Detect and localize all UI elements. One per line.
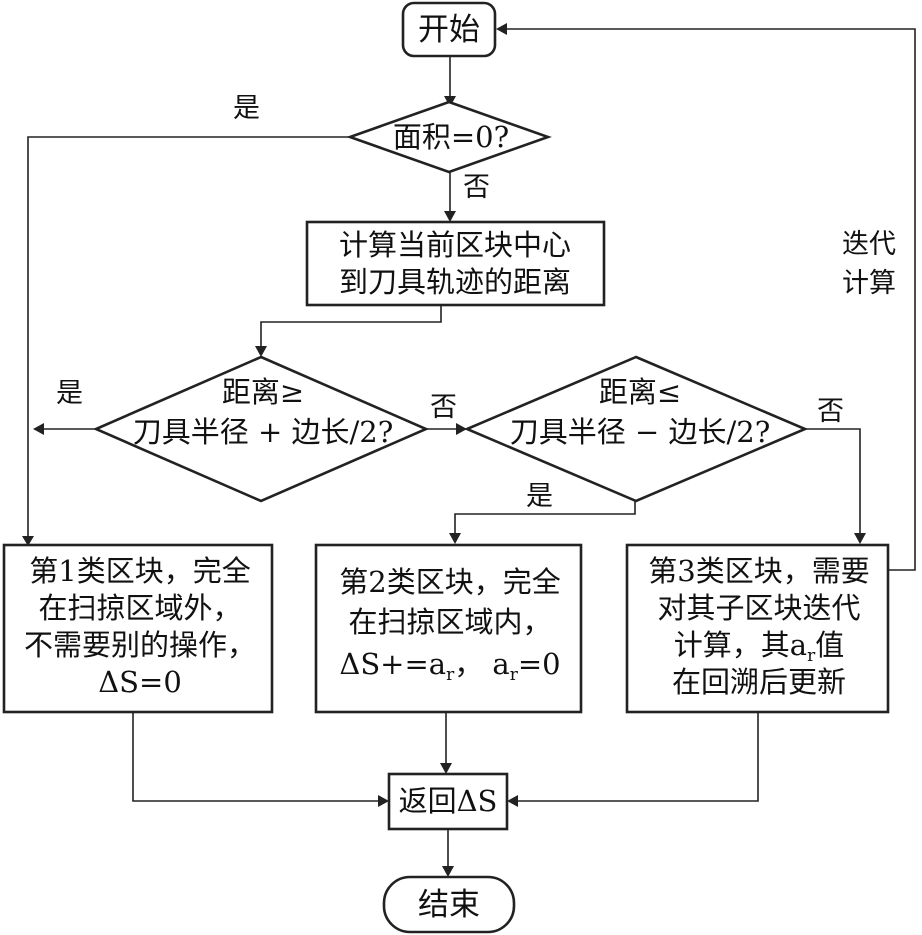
class2-line3-b: ， a	[454, 647, 510, 681]
edge-inside-no	[805, 428, 861, 537]
class2-line3-c: =0	[518, 647, 561, 681]
class2-line3-a: ΔS+=a	[339, 647, 446, 681]
compute-distance-box	[305, 220, 606, 307]
label-area-yes: 是	[233, 93, 260, 124]
area-decision	[346, 100, 552, 174]
return-box	[387, 772, 509, 831]
compute-distance-line2: 到刀具轨迹的距离	[339, 265, 571, 299]
arrowhead	[449, 533, 461, 544]
arrowhead	[456, 423, 467, 435]
class2-line2: 在扫掠区域内，	[348, 605, 551, 639]
class2-line3: ΔS+=ar， ar=0	[339, 647, 560, 685]
edge-compute-to-outside	[260, 305, 442, 350]
class3-line1: 第3类区块，需要	[648, 554, 869, 588]
arrowhead	[33, 423, 44, 435]
area-decision-label: 面积=0?	[393, 120, 509, 154]
class1-line4: ΔS=0	[98, 665, 182, 699]
edge-class1-to-return	[132, 713, 380, 802]
start-node	[401, 1, 497, 58]
inside-decision-line2: 刀具半径 − 边长/2?	[510, 415, 771, 449]
label-inside-no: 否	[817, 396, 844, 427]
label-area-no: 否	[463, 172, 490, 203]
outside-decision-line1: 距离≥	[222, 375, 304, 409]
inside-decision	[463, 355, 809, 503]
class3-line2: 对其子区块迭代	[657, 591, 860, 625]
arrowhead	[854, 533, 866, 544]
edge-area-yes	[27, 136, 352, 540]
class3-line4: 在回溯后更新	[672, 665, 846, 699]
end-node	[382, 875, 516, 934]
class2-block-box	[314, 543, 583, 714]
class1-line3: 不需要别的操作，	[24, 628, 256, 662]
arrowhead	[440, 763, 452, 774]
class3-line3: 计算，其ar值	[674, 628, 844, 666]
arrowhead	[507, 795, 518, 807]
class3-line3-a: 计算，其a	[674, 628, 807, 662]
class2-line3-sub: r	[446, 665, 455, 685]
arrowhead	[444, 211, 456, 222]
class1-line1: 第1类区块，完全	[29, 554, 250, 588]
class3-block-box	[625, 543, 890, 714]
label-iterate-line2: 计算	[842, 268, 896, 299]
end-label: 结束	[418, 887, 480, 923]
label-outside-no: 否	[430, 392, 457, 423]
outside-decision	[92, 355, 430, 503]
arrowhead	[22, 536, 34, 546]
arrowhead	[442, 866, 454, 877]
inside-decision-line1: 距离≤	[599, 375, 681, 409]
class1-line2: 在扫掠区域外，	[38, 591, 241, 625]
arrowhead	[378, 795, 389, 807]
edge-iterate-loop	[505, 28, 916, 571]
label-inside-yes: 是	[526, 481, 553, 512]
edge-class3-to-return	[516, 713, 759, 802]
label-outside-yes: 是	[56, 378, 83, 409]
start-label: 开始	[418, 12, 480, 48]
class1-block-box	[2, 543, 274, 714]
class2-line3-sub2: r	[510, 665, 519, 685]
outside-decision-line2: 刀具半径 + 边长/2?	[133, 415, 394, 449]
class3-line3-b: 值	[815, 628, 844, 662]
return-label: 返回ΔS	[399, 784, 498, 818]
edge-inside-yes	[454, 500, 636, 537]
arrowhead	[255, 346, 267, 357]
arrowhead	[496, 23, 507, 35]
class3-line3-sub: r	[807, 646, 816, 666]
compute-distance-line1: 计算当前区块中心	[339, 228, 571, 262]
label-iterate-line1: 迭代	[842, 229, 896, 260]
class2-line1: 第2类区块，完全	[339, 565, 560, 599]
